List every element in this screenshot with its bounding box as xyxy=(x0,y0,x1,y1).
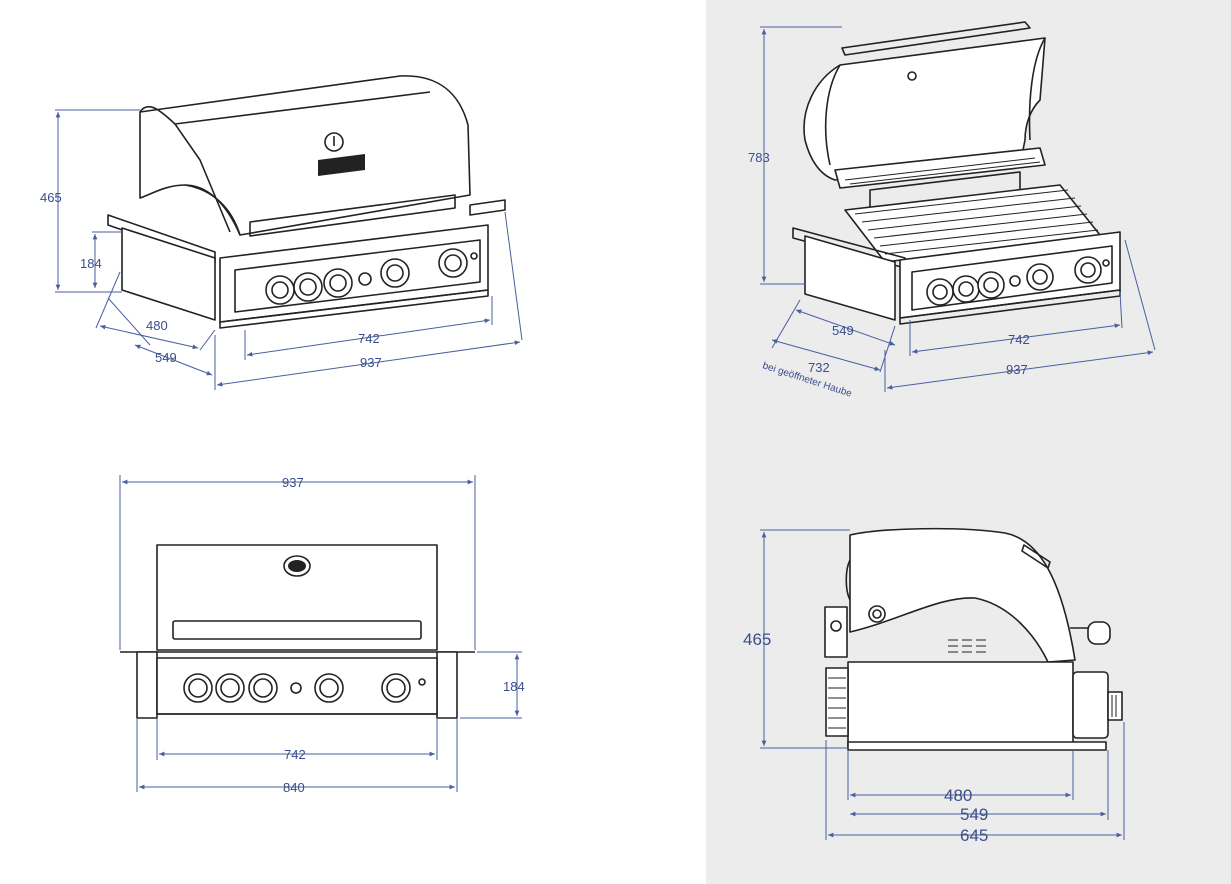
grate-bars xyxy=(854,189,1099,255)
iso-open-dim-depth-open: 732 xyxy=(808,360,830,375)
iso-closed-knob xyxy=(323,268,353,298)
front-dimension-lines xyxy=(119,475,522,792)
grill-side-drawing xyxy=(824,527,1123,751)
grill-iso-closed-drawing xyxy=(107,75,506,329)
view-side: 465 480 549 645 xyxy=(743,527,1125,845)
iso-closed-dim-console-height: 184 xyxy=(80,256,102,271)
iso-closed-knob xyxy=(438,248,468,278)
iso-closed-dim-depth-body: 480 xyxy=(146,318,168,333)
iso-open-knob xyxy=(977,271,1005,299)
iso-open-dim-width-total: 937 xyxy=(1006,362,1028,377)
iso-closed-dim-height: 465 xyxy=(40,190,62,205)
front-dim-width-total: 937 xyxy=(282,475,304,490)
iso-open-knob xyxy=(1026,263,1054,291)
side-dim-depth-total: 549 xyxy=(960,805,988,824)
view-front: 937 184 742 840 xyxy=(119,475,525,795)
front-dim-width-frame: 840 xyxy=(283,780,305,795)
view-iso-closed: 465 184 480 549 742 937 xyxy=(40,75,523,390)
grill-front-drawing xyxy=(120,544,475,719)
iso-open-knob xyxy=(1074,256,1102,284)
front-knob xyxy=(183,673,213,703)
side-dim-depth-body: 480 xyxy=(944,786,972,805)
iso-open-dim-depth-total: 549 xyxy=(832,323,854,338)
iso-closed-knob xyxy=(265,275,295,305)
front-dim-width-inner: 742 xyxy=(284,747,306,762)
iso-open-dimension-lines xyxy=(760,26,1156,392)
front-dim-console-height: 184 xyxy=(503,679,525,694)
front-knob xyxy=(248,673,278,703)
iso-closed-dim-width-inner: 742 xyxy=(358,331,380,346)
iso-open-knob xyxy=(952,275,980,303)
side-dim-depth-overall: 645 xyxy=(960,826,988,845)
iso-closed-knob xyxy=(293,272,323,302)
iso-closed-knob xyxy=(380,258,410,288)
side-dim-height: 465 xyxy=(743,630,771,649)
side-dimension-lines xyxy=(760,529,1125,840)
view-iso-open: 783 549 732 742 937 bei geöffneter Haube xyxy=(748,21,1156,400)
iso-open-dim-height-open: 783 xyxy=(748,150,770,165)
grill-iso-open-drawing xyxy=(792,21,1121,325)
iso-closed-dim-depth-total: 549 xyxy=(155,350,177,365)
front-knob xyxy=(215,673,245,703)
iso-open-dim-width-inner: 742 xyxy=(1008,332,1030,347)
front-knob xyxy=(314,673,344,703)
iso-closed-dimension-lines xyxy=(55,109,523,390)
iso-closed-dim-width-total: 937 xyxy=(360,355,382,370)
iso-open-knob xyxy=(926,278,954,306)
front-knob xyxy=(381,673,411,703)
